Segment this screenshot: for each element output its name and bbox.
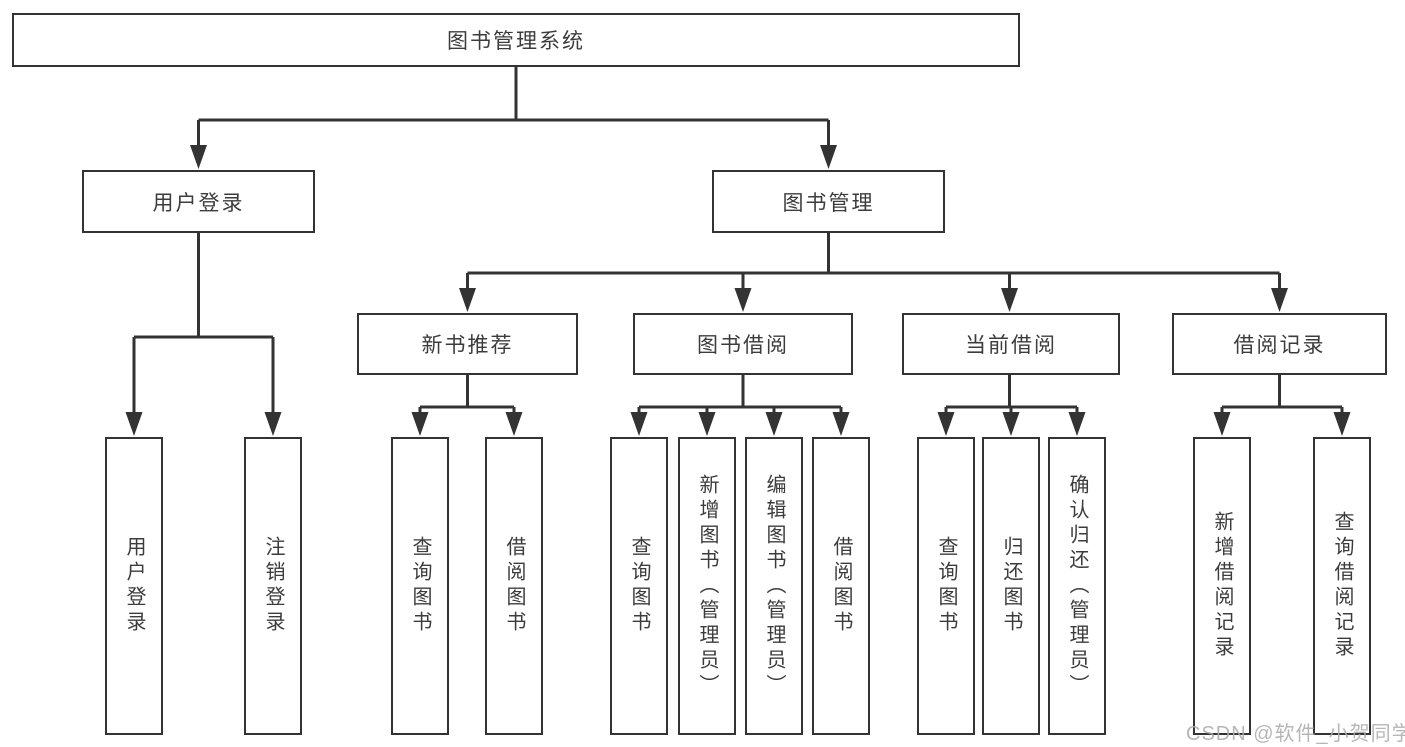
leaf-add-book-admin-label: 新增图书（管理员） <box>696 473 718 699</box>
node-user-login-label: 用户登录 <box>152 191 245 215</box>
connector-root-to-level2 <box>190 67 837 169</box>
leaf-edit-book-admin-label: 编辑图书（管理员） <box>763 473 785 699</box>
leaf-add-borrow-record-label: 新增借阅记录 <box>1211 511 1233 661</box>
leaf-user-login-label: 用户登录 <box>123 536 145 636</box>
leaf-borrow-books-recommend-label: 借阅图书 <box>503 536 525 636</box>
connector-newbook-to-leaves <box>411 375 523 436</box>
leaf-query-books-recommend: 查询图书 <box>391 437 449 735</box>
leaf-confirm-return-admin: 确认归还（管理员） <box>1048 437 1106 735</box>
connector-current-to-leaves <box>937 375 1086 436</box>
connector-borrow-to-leaves <box>630 375 850 436</box>
leaf-borrow-books: 借阅图书 <box>812 437 870 735</box>
leaf-query-borrow-record-label: 查询借阅记录 <box>1331 511 1353 661</box>
node-borrow-records: 借阅记录 <box>1172 313 1387 375</box>
node-new-book-recommend-label: 新书推荐 <box>421 334 514 357</box>
node-new-book-recommend: 新书推荐 <box>357 313 578 375</box>
leaf-query-books-borrow: 查询图书 <box>610 437 668 735</box>
leaf-confirm-return-admin-label: 确认归还（管理员） <box>1066 473 1088 699</box>
node-current-borrow-label: 当前借阅 <box>965 334 1057 357</box>
leaf-logout-label: 注销登录 <box>262 536 284 636</box>
leaf-query-books-current-label: 查询图书 <box>935 536 957 636</box>
leaf-return-books: 归还图书 <box>982 437 1040 735</box>
connector-login-to-leaves <box>125 233 282 436</box>
leaf-borrow-books-label: 借阅图书 <box>830 536 852 636</box>
leaf-query-books-borrow-label: 查询图书 <box>628 536 650 636</box>
leaf-user-login: 用户登录 <box>105 437 163 735</box>
connector-records-to-leaves <box>1213 375 1351 436</box>
csdn-watermark: CSDN @软件_小贺同学 <box>1186 723 1405 745</box>
node-user-login: 用户登录 <box>82 170 315 233</box>
node-root-system-label: 图书管理系统 <box>447 30 585 53</box>
connector-management-to-level3 <box>459 233 1288 312</box>
leaf-return-books-label: 归还图书 <box>1000 536 1022 636</box>
leaf-logout: 注销登录 <box>244 437 302 735</box>
leaf-add-borrow-record: 新增借阅记录 <box>1193 437 1251 735</box>
node-borrow-records-label: 借阅记录 <box>1233 334 1326 357</box>
node-book-management-label: 图书管理 <box>782 191 875 215</box>
node-book-management: 图书管理 <box>712 170 945 233</box>
leaf-query-books-recommend-label: 查询图书 <box>409 536 431 636</box>
leaf-query-books-current: 查询图书 <box>917 437 975 735</box>
leaf-borrow-books-recommend: 借阅图书 <box>485 437 543 735</box>
node-book-borrow: 图书借阅 <box>633 313 853 375</box>
node-book-borrow-label: 图书借阅 <box>697 334 789 357</box>
leaf-query-borrow-record: 查询借阅记录 <box>1313 437 1371 735</box>
leaf-edit-book-admin: 编辑图书（管理员） <box>745 437 803 735</box>
leaf-add-book-admin: 新增图书（管理员） <box>678 437 736 735</box>
node-current-borrow: 当前借阅 <box>902 313 1120 375</box>
node-root-system: 图书管理系统 <box>12 13 1020 67</box>
